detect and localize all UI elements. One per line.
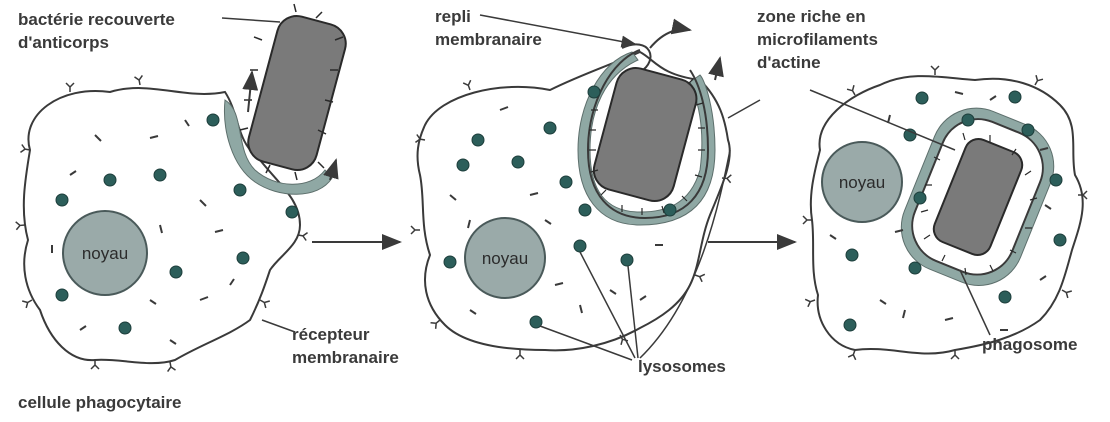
bacterium-1 xyxy=(240,4,350,180)
nucleus-label-2: noyau xyxy=(482,249,528,268)
label-actin-zone: zone riche en microfilaments d'actine xyxy=(728,7,955,150)
nucleus-label-1: noyau xyxy=(82,244,128,263)
arrow-up-icon xyxy=(715,58,720,80)
label-cell-text: cellule phagocytaire xyxy=(18,393,181,412)
arrow-up-icon xyxy=(650,29,690,48)
label-lysosomes-text: lysosomes xyxy=(638,357,726,376)
label-receptor-line-1: récepteur xyxy=(292,325,370,344)
label-bacterium-line-1: bactérie recouverte xyxy=(18,10,175,29)
nucleus-label-3: noyau xyxy=(839,173,885,192)
label-actin-line-1: zone riche en xyxy=(757,7,866,26)
label-fold: repli membranaire xyxy=(435,7,635,49)
label-cell: cellule phagocytaire xyxy=(18,393,181,412)
label-actin-line-2: microfilaments xyxy=(757,30,878,49)
label-fold-line-2: membranaire xyxy=(435,30,542,49)
label-bacterium: bactérie recouverte d'anticorps xyxy=(18,10,280,52)
arrow-up-icon xyxy=(248,72,252,112)
label-receptor: récepteur membranaire xyxy=(262,320,399,367)
label-receptor-line-2: membranaire xyxy=(292,348,399,367)
label-fold-line-1: repli xyxy=(435,7,471,26)
label-actin-line-3: d'actine xyxy=(757,53,821,72)
label-bacterium-line-2: d'anticorps xyxy=(18,33,109,52)
panel-1-cell: noyau xyxy=(16,4,351,372)
panel-2-cell: noyau xyxy=(411,29,731,359)
arrow-up-icon xyxy=(330,160,336,180)
panel-3-cell: noyau xyxy=(803,66,1087,360)
label-phagosome-text: phagosome xyxy=(982,335,1077,354)
